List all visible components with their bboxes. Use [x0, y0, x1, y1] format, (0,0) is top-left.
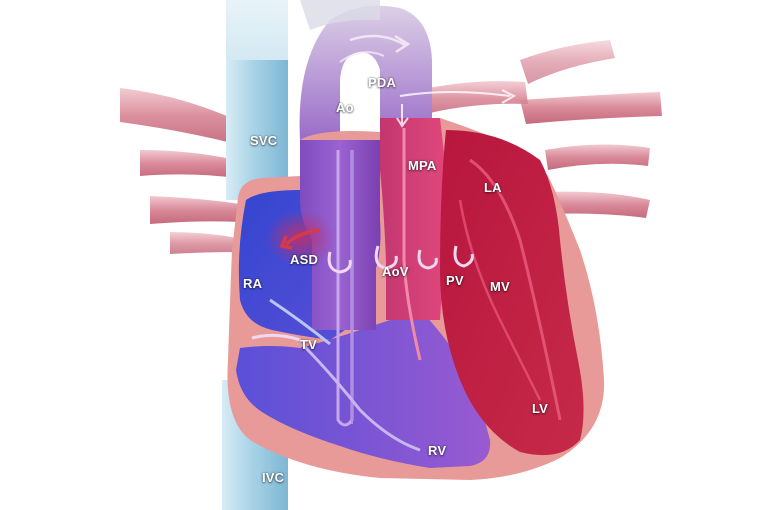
aortic-arch [299, 0, 432, 141]
label-rv: RV [428, 443, 447, 458]
label-aov: AoV [382, 264, 409, 279]
label-mpa: MPA [408, 158, 437, 173]
label-ivc: IVC [262, 470, 285, 485]
right-ventricle [236, 310, 491, 468]
label-ao: Ao [336, 100, 354, 115]
label-asd: ASD [290, 252, 319, 267]
label-pda: PDA [368, 75, 397, 90]
aorta-trunk [300, 140, 381, 330]
asd-shunt [266, 210, 334, 266]
label-ra: RA [243, 276, 263, 291]
label-pv: PV [446, 273, 464, 288]
label-mv: MV [490, 279, 510, 294]
pulmonary-artery [380, 118, 447, 320]
label-svc: SVC [250, 133, 278, 148]
label-la: LA [484, 180, 502, 195]
left-heart [440, 130, 584, 456]
valves [251, 245, 474, 452]
label-lv: LV [532, 401, 549, 416]
label-tv: TV [300, 337, 318, 352]
pulmonary-vessels [120, 40, 662, 254]
pda-flow-arrows [396, 89, 517, 128]
